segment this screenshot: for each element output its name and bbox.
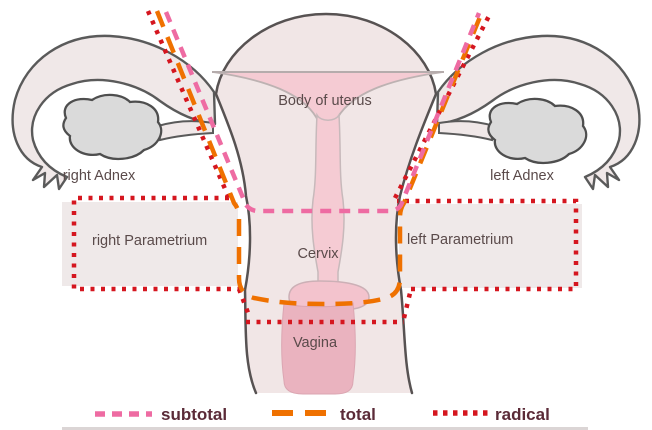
label-left-parametrium: left Parametrium — [407, 232, 513, 248]
label-right-parametrium: right Parametrium — [92, 233, 207, 249]
label-cervix: Cervix — [297, 246, 339, 262]
right-adnex-tube — [11, 34, 217, 191]
left-ovary — [487, 97, 588, 165]
radical-resection-line — [71, 10, 579, 325]
bottom-edge-artifact — [62, 427, 588, 430]
uterus-body-outline — [214, 12, 438, 395]
left-ovarian-ligament — [438, 120, 496, 142]
legend-radical-label: radical — [495, 405, 550, 424]
right-parametrium-box — [62, 202, 238, 286]
legend-subtotal-label: subtotal — [161, 405, 227, 424]
label-right-adnex: right Adnex — [63, 168, 136, 184]
right-ovarian-ligament — [156, 120, 214, 142]
label-vagina: Vagina — [293, 335, 338, 351]
legend: subtotal total radical — [95, 405, 550, 424]
legend-total-label: total — [340, 405, 376, 424]
left-adnex-tube — [435, 34, 641, 191]
subtotal-resection-line — [163, 11, 482, 214]
left-parametrium-box — [399, 204, 582, 288]
right-ovary — [62, 93, 163, 161]
cervical-canal — [311, 112, 345, 285]
label-body-of-uterus: Body of uterus — [278, 93, 372, 109]
label-left-adnex: left Adnex — [490, 168, 554, 184]
